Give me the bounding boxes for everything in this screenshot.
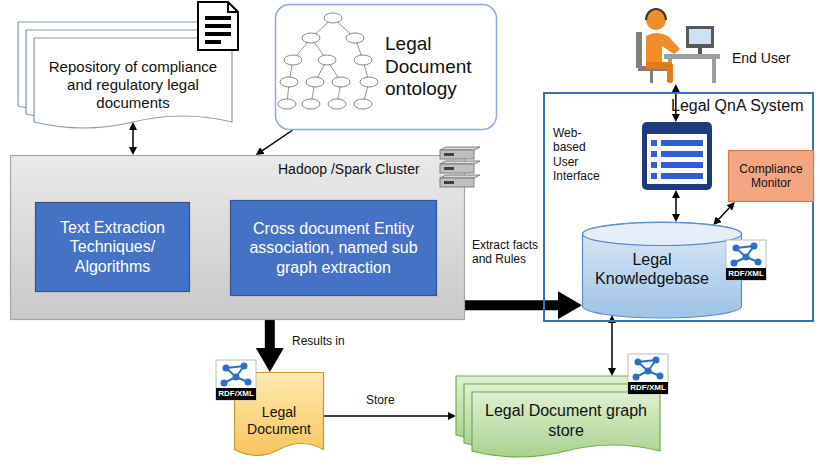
ontology-box: Legal Document ontology xyxy=(275,4,497,130)
connector-arrow xyxy=(262,130,292,151)
node-label: Legal Document graph store xyxy=(480,401,652,439)
system-frame: Legal QnA SystemWeb-based User Interface… xyxy=(543,92,814,322)
ui-window-outline xyxy=(642,122,712,190)
connector-arrow xyxy=(675,198,677,214)
connector-arrow xyxy=(265,320,275,348)
node-label: Text Extraction Techniques/ Algorithms xyxy=(43,218,182,276)
process-box: Cross document Entity association, named… xyxy=(230,200,437,296)
node-label: Web-based User Interface xyxy=(553,126,611,184)
rdf-icon xyxy=(216,360,256,400)
knowledgebase-cylinder: Legal Knowledgebase xyxy=(582,222,742,318)
node-label: Legal Knowledgebase xyxy=(586,250,718,288)
format-tag: RDF/XML xyxy=(216,388,256,400)
rdf-icon xyxy=(628,354,668,394)
node-label: End User xyxy=(732,50,802,67)
node-label: Hadoop /Spark Cluster xyxy=(278,161,438,178)
connector-arrow xyxy=(719,208,730,219)
cluster-band: Hadoop /Spark ClusterText Extraction Tec… xyxy=(10,155,465,320)
edge-label: Store xyxy=(366,393,426,407)
node-label: Compliance Monitor xyxy=(732,162,810,191)
node-label: Cross document Entity association, named… xyxy=(240,219,427,277)
end-user-outline xyxy=(628,4,720,84)
ui-window: Web-based User Interface xyxy=(642,122,712,190)
edge-label: Extract facts and Rules xyxy=(472,238,542,267)
format-tag: RDF/XML xyxy=(628,382,668,394)
node-label: Legal Document ontology xyxy=(385,33,489,101)
format-tag: RDF/XML xyxy=(726,268,766,280)
monitor-box: Compliance Monitor xyxy=(728,150,814,202)
rdf-icon xyxy=(726,240,766,280)
edge-label: Results in xyxy=(292,334,362,348)
knowledgebase-cylinder-outline xyxy=(582,222,742,318)
connector-arrow xyxy=(132,130,134,147)
process-box: Text Extraction Techniques/ Algorithms xyxy=(35,202,190,292)
connector-arrow xyxy=(324,415,448,417)
node-label: Repository of compliance and regulatory … xyxy=(46,58,220,112)
end-user: End User xyxy=(628,4,720,84)
node-label: Legal Document xyxy=(238,404,320,438)
connector-arrow xyxy=(611,323,613,368)
document-stack: Repository of compliance and regulatory … xyxy=(18,22,232,132)
node-label: Legal QnA System xyxy=(671,96,811,115)
